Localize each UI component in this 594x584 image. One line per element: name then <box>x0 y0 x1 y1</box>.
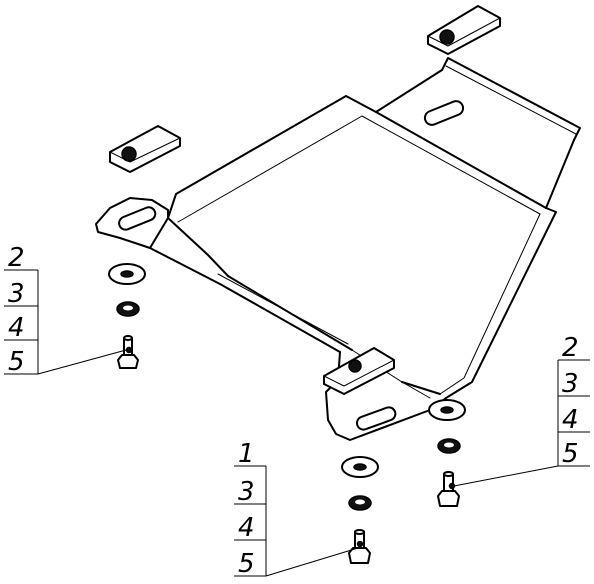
callout-left-item: 2 <box>8 243 25 273</box>
callout-bottom-right: 2 3 4 5 <box>453 333 590 487</box>
clip-nut-front <box>323 347 395 395</box>
fastener-stack-center <box>341 456 379 564</box>
callout-center-item: 1 <box>238 439 255 469</box>
callout-left-item: 5 <box>8 347 25 377</box>
callout-center-item: 3 <box>238 477 255 507</box>
callout-center-item: 5 <box>238 549 255 579</box>
callout-left: 2 3 4 5 <box>4 243 127 377</box>
callout-right-item: 5 <box>562 439 579 469</box>
clip-nut-top-right <box>427 5 501 55</box>
callout-right-item: 4 <box>562 405 579 435</box>
callout-left-item: 4 <box>8 313 25 343</box>
callout-bottom-center: 1 3 4 5 <box>234 439 359 579</box>
fastener-stack-right <box>428 399 466 507</box>
callout-center-item: 4 <box>238 513 255 543</box>
clip-nut-top-left <box>109 125 181 173</box>
callout-right-item: 2 <box>562 333 579 363</box>
skid-plate <box>95 57 581 441</box>
callout-left-item: 3 <box>8 279 25 309</box>
fastener-stack-left <box>108 263 146 369</box>
callout-right-item: 3 <box>562 369 579 399</box>
